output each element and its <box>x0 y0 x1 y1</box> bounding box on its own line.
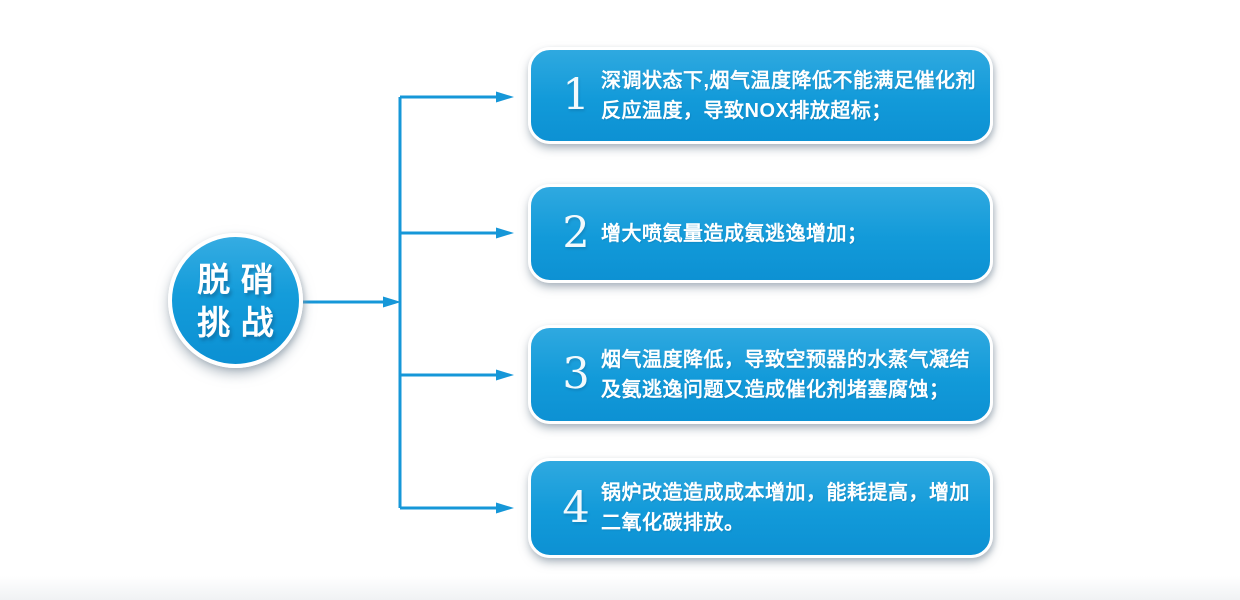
connector-strokes <box>303 95 498 510</box>
hub-label-line1: 脱硝 <box>197 260 285 298</box>
challenge-card-1: 1 深调状态下,烟气温度降低不能满足催化剂 反应温度，导致NOX排放超标； <box>528 47 993 144</box>
challenge-number-1: 1 <box>562 70 590 120</box>
arrowhead-icon <box>383 296 401 308</box>
challenge-text-line: 增大喷氨量造成氨逃逸增加； <box>601 222 868 245</box>
challenge-number-3: 3 <box>562 349 590 399</box>
challenge-card-4: 4 锅炉改造造成成本增加，能耗提高，增加 二氧化碳排放。 <box>528 458 993 558</box>
challenge-card-2: 2 增大喷氨量造成氨逃逸增加； <box>528 184 993 283</box>
challenge-number-2: 2 <box>562 208 590 258</box>
hub-label-line2: 挑战 <box>197 303 285 341</box>
challenge-text-line: 及氨逃逸问题又造成催化剂堵塞腐蚀； <box>601 378 950 401</box>
challenge-text-line: 深调状态下,烟气温度降低不能满足催化剂 <box>601 69 977 92</box>
arrowhead-icon <box>496 227 514 239</box>
challenge-text-2: 增大喷氨量造成氨逃逸增加； <box>601 219 974 249</box>
arrowhead-icon <box>496 369 514 381</box>
arrowhead-icon <box>496 502 514 514</box>
challenge-text-4: 锅炉改造造成成本增加，能耗提高，增加 二氧化碳排放。 <box>601 478 974 538</box>
arrowhead-icon <box>496 91 514 103</box>
challenge-text-line: 二氧化碳排放。 <box>601 512 745 534</box>
challenge-number-4: 4 <box>562 482 590 533</box>
challenge-text-line: 烟气温度降低，导致空预器的水蒸气凝结 <box>601 348 970 371</box>
challenge-text-3: 烟气温度降低，导致空预器的水蒸气凝结 及氨逃逸问题又造成催化剂堵塞腐蚀； <box>601 345 974 405</box>
hub-circle-denitrification-challenge: 脱硝 挑战 <box>168 233 303 368</box>
challenge-text-line: 反应温度，导致NOX排放超标； <box>601 99 892 122</box>
challenge-text-line: 锅炉改造造成成本增加，能耗提高，增加 <box>601 482 970 504</box>
challenge-text-1: 深调状态下,烟气温度降低不能满足催化剂 反应温度，导致NOX排放超标； <box>601 66 976 126</box>
challenge-card-3: 3 烟气温度降低，导致空预器的水蒸气凝结 及氨逃逸问题又造成催化剂堵塞腐蚀； <box>528 325 993 424</box>
arrowheads <box>383 91 514 514</box>
